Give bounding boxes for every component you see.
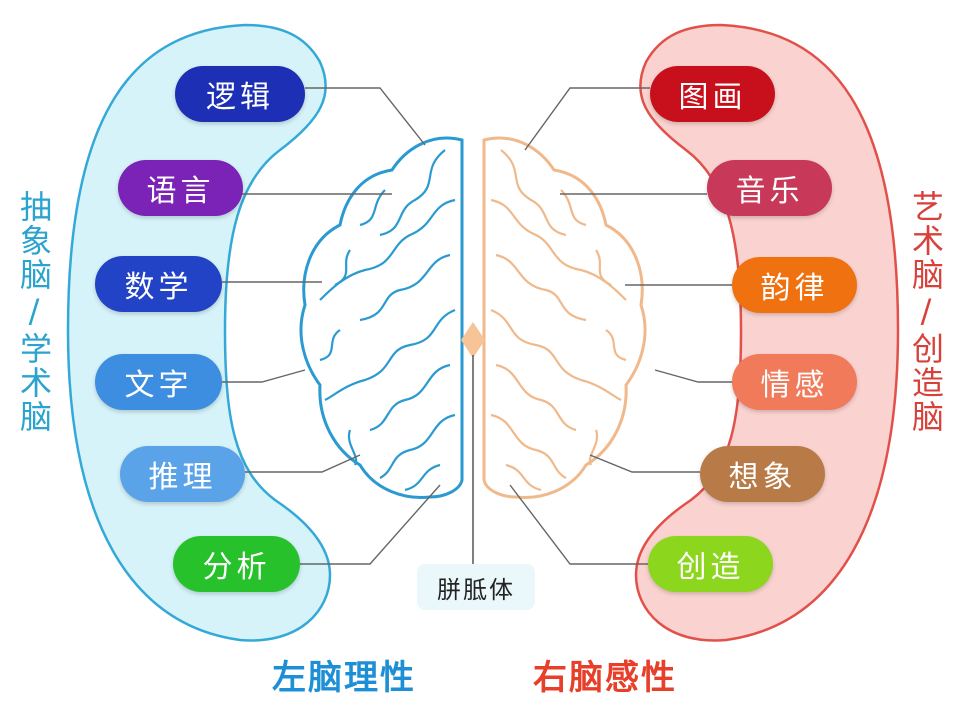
left-gyri [319, 149, 456, 492]
label-drawing: 图画 [650, 66, 775, 122]
left-hemisphere [299, 136, 464, 500]
label-math: 数学 [95, 256, 222, 312]
corpus-callosum-shape [461, 322, 485, 358]
label-writing: 文字 [95, 354, 222, 410]
label-analysis: 分析 [173, 536, 300, 592]
label-imagination: 想象 [700, 446, 825, 502]
right-leaders [509, 87, 732, 565]
right-gyri [490, 149, 627, 492]
right-brain-title: 右脑感性 [533, 658, 677, 698]
corpus-callosum-label: 胼胝体 [417, 564, 535, 610]
label-emotion: 情感 [732, 354, 857, 410]
label-reasoning: 推理 [120, 446, 245, 502]
label-rhythm: 韵律 [732, 257, 857, 313]
right-hemisphere [482, 136, 647, 500]
label-creation: 创造 [648, 536, 773, 592]
left-leaders [222, 87, 441, 565]
label-music: 音乐 [707, 160, 832, 216]
label-logic: 逻辑 [175, 66, 305, 122]
left-side-label: 抽象脑/学术脑 [15, 190, 53, 434]
label-language: 语言 [118, 160, 243, 216]
left-brain-title: 左脑理性 [272, 658, 416, 698]
right-band [634, 23, 900, 642]
right-side-label: 艺术脑/创造脑 [907, 190, 945, 434]
